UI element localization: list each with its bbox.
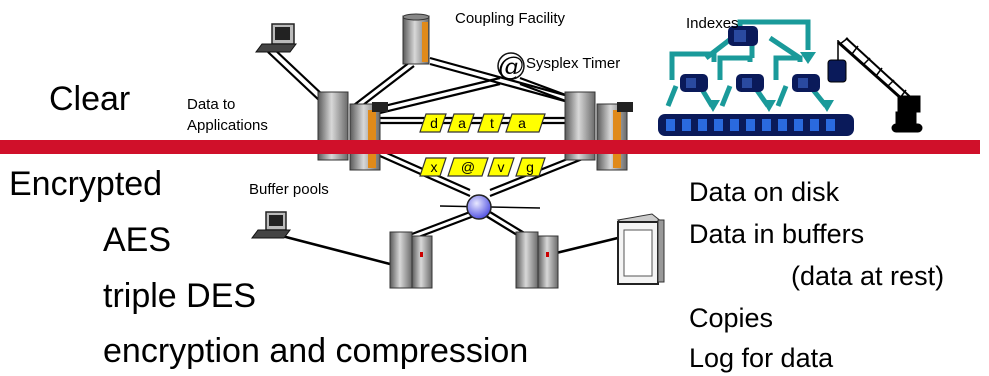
sysplex-timer-symbol: @ [498, 52, 524, 82]
network-hub-icon [466, 194, 492, 220]
clear-cell-text: a [458, 115, 466, 131]
clear-encrypted-divider [0, 140, 980, 154]
copies-label: Copies [689, 303, 774, 333]
clear-cell [477, 113, 505, 133]
data-on-disk-label: Data on disk [689, 177, 840, 207]
sysplex-timer-label: Sysplex Timer [526, 55, 620, 72]
bottom-right-mainframe-icon [515, 231, 559, 289]
encrypted-cell-text: v [498, 159, 505, 175]
encrypted-cell [447, 157, 489, 177]
right-mainframe-icon [564, 91, 633, 171]
coupling-facility-label: Coupling Facility [455, 10, 566, 27]
crane-icon [827, 37, 923, 133]
disk-storage-icon [616, 213, 665, 285]
data-to-applications-label-line2: Applications [187, 117, 268, 134]
buffer-pools-label: Buffer pools [249, 181, 329, 198]
encrypted-cell [419, 157, 447, 177]
bottom-left-mainframe-icon [389, 231, 433, 289]
encrypted-label: Encrypted [9, 165, 163, 203]
encrypted-cell [515, 157, 546, 177]
clear-data-cells: d a t a [419, 113, 546, 133]
aes-label: AES [103, 221, 172, 259]
clear-cell-text: a [518, 115, 526, 131]
clear-cell [419, 113, 447, 133]
clear-cell-text: t [490, 115, 494, 131]
triple-des-label: triple DES [103, 277, 257, 315]
coupling-facility-icon [402, 13, 430, 65]
encrypted-cell-text: g [526, 159, 534, 175]
clear-label: Clear [49, 80, 131, 118]
encrypted-cell [487, 157, 515, 177]
index-tree-icon [658, 19, 854, 136]
clear-cell-text: d [430, 115, 438, 131]
data-to-applications-label-line1: Data to [187, 96, 235, 113]
top-workstation-icon [255, 23, 297, 53]
left-mainframe-icon [317, 91, 388, 171]
sysplex-timer-icon [497, 52, 525, 80]
clear-cell [505, 113, 546, 133]
clear-cell [447, 113, 475, 133]
data-in-buffers-label: Data in buffers [689, 219, 865, 249]
encrypted-cell-text: x [431, 159, 438, 175]
encryption-compression-label: encryption and compression [103, 332, 529, 370]
encrypted-data-cells: x @ v g [419, 157, 546, 177]
log-for-data-label: Log for data [689, 343, 834, 373]
encrypted-cell-text: @ [461, 159, 475, 175]
data-at-rest-label: (data at rest) [791, 261, 945, 291]
indexes-label: Indexes [686, 15, 739, 32]
bottom-workstation-icon [251, 211, 291, 239]
